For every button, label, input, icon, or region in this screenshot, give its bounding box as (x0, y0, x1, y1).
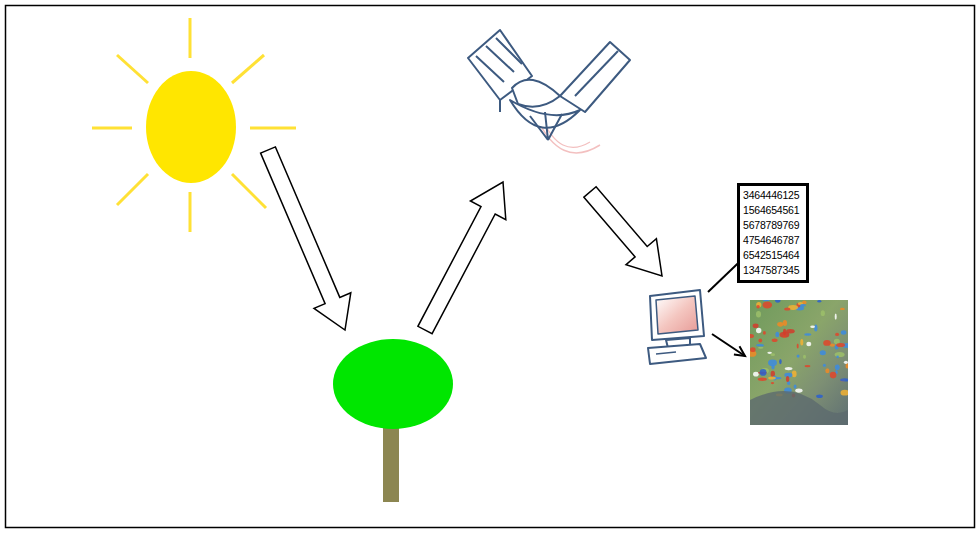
flow-arrows (261, 147, 756, 356)
computer (648, 290, 706, 364)
satellite (468, 30, 630, 153)
pointer-arrow (712, 334, 745, 356)
frame (6, 6, 975, 528)
number-row: 1347587345 (743, 263, 803, 278)
data-table-box: 3464446125156465456156787897694754646787… (737, 183, 809, 283)
block-arrow (584, 187, 662, 276)
number-row: 3464446125 (743, 188, 803, 203)
tree (333, 339, 453, 502)
number-row: 1564654561 (743, 203, 803, 218)
number-row: 4754646787 (743, 233, 803, 248)
number-row: 5678789769 (743, 218, 803, 233)
block-arrow (261, 147, 351, 330)
arrow-head (734, 346, 745, 356)
sun (92, 18, 296, 232)
number-row: 6542515464 (743, 248, 803, 263)
satellite-image (747, 297, 851, 425)
block-arrow (418, 182, 506, 334)
